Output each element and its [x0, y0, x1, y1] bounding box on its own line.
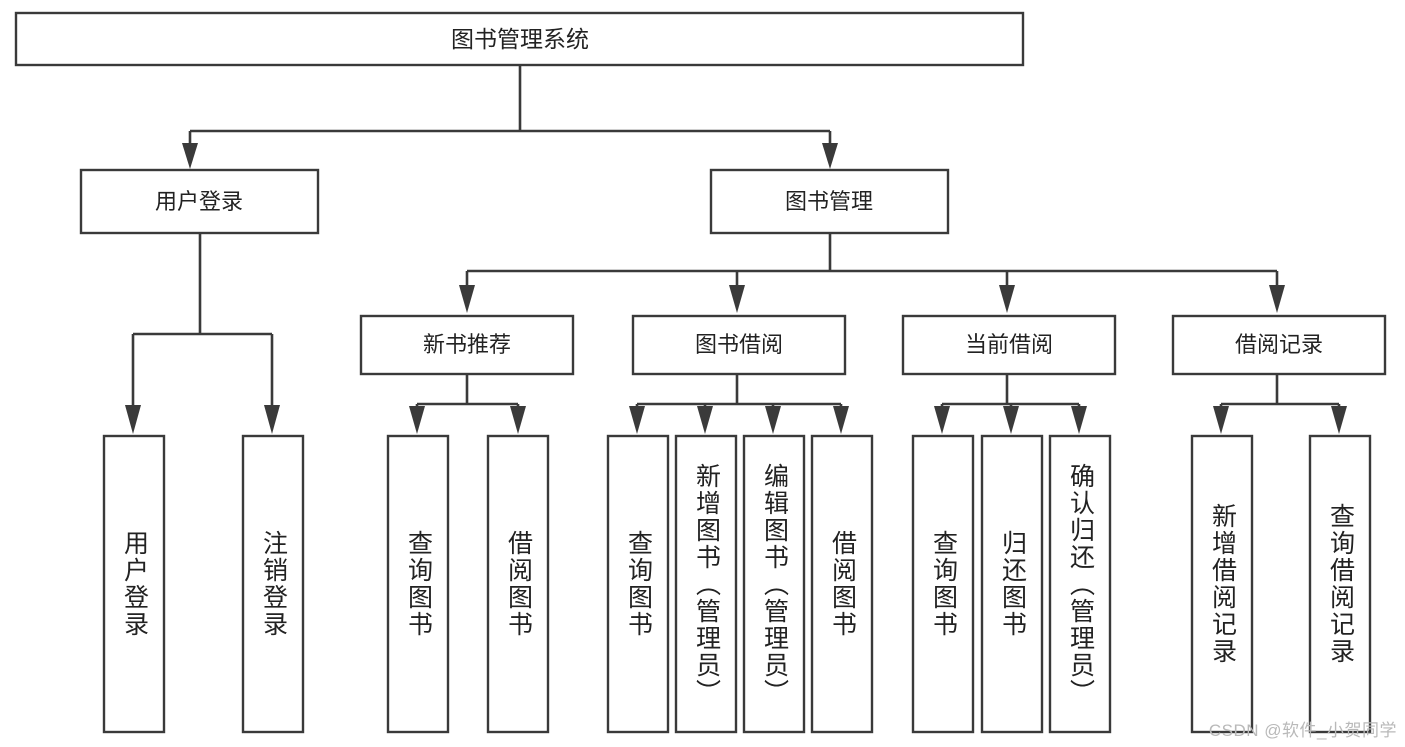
node-borrow-record[interactable]	[1171, 314, 1387, 376]
arrow-head-leaf-add-record	[1213, 406, 1229, 434]
arrow-head-book-borrow	[729, 285, 745, 313]
arrow-head-leaf-query-record	[1331, 406, 1347, 434]
node-leaf-query-book-1[interactable]	[386, 434, 450, 734]
node-user-login[interactable]	[79, 168, 320, 235]
node-root-label: 图书管理系统	[451, 26, 589, 52]
arrow-head-new-book-recommend	[459, 285, 475, 313]
node-user-login-label: 用户登录	[155, 189, 243, 214]
arrow-head-current-borrow	[999, 285, 1015, 313]
node-borrow-record-label: 借阅记录	[1235, 332, 1323, 357]
node-leaf-borrow-book-2[interactable]	[810, 434, 874, 734]
node-new-book-recommend-label: 新书推荐	[423, 332, 511, 357]
node-root[interactable]	[14, 11, 1025, 67]
connector-group-borrow-record	[1213, 374, 1347, 434]
node-leaf-return-book[interactable]	[980, 434, 1044, 734]
arrow-head-leaf-query-book-2	[629, 406, 645, 434]
node-leaf-borrow-book-1[interactable]	[486, 434, 550, 734]
node-leaf-query-book-3[interactable]	[911, 434, 975, 734]
connector-group-user-login	[125, 233, 280, 434]
arrow-head-user-login	[182, 143, 198, 169]
arrow-head-leaf-query-book-1	[409, 406, 425, 434]
node-book-borrow-label: 图书借阅	[695, 332, 783, 357]
node-new-book-recommend[interactable]	[359, 314, 575, 376]
node-leaf-confirm-return[interactable]	[1048, 434, 1112, 734]
connector-group-new-book-recommend	[409, 374, 526, 434]
node-leaf-logout[interactable]	[241, 434, 305, 734]
node-leaf-add-record[interactable]	[1190, 434, 1254, 734]
connector-group-book-management	[459, 233, 1285, 313]
node-current-borrow[interactable]	[901, 314, 1117, 376]
node-book-management-label: 图书管理	[785, 189, 873, 214]
arrow-head-leaf-query-book-3	[934, 406, 950, 434]
connector-group-book-borrow	[629, 374, 849, 434]
arrow-head-leaf-edit-book	[765, 406, 781, 434]
arrow-head-leaf-logout	[264, 405, 280, 434]
node-leaf-query-record[interactable]	[1308, 434, 1372, 734]
node-leaf-user-login[interactable]	[102, 434, 166, 734]
arrow-head-borrow-record	[1269, 285, 1285, 313]
arrow-head-leaf-confirm-return	[1071, 406, 1087, 434]
node-leaf-edit-book[interactable]	[742, 434, 806, 734]
arrow-head-book-management	[822, 143, 838, 169]
watermark-text: CSDN @软件_小贺同学	[1208, 721, 1397, 740]
arrow-head-leaf-borrow-book-2	[833, 406, 849, 434]
arrow-head-leaf-add-book	[697, 406, 713, 434]
connector-group-current-borrow	[934, 374, 1087, 434]
connector-group-root	[182, 65, 838, 169]
arrow-head-leaf-borrow-book-1	[510, 406, 526, 434]
node-book-management[interactable]	[709, 168, 950, 235]
node-book-borrow[interactable]	[631, 314, 847, 376]
arrow-head-leaf-return-book	[1003, 406, 1019, 434]
node-leaf-query-book-2[interactable]	[606, 434, 670, 734]
arrow-head-leaf-user-login	[125, 405, 141, 434]
node-current-borrow-label: 当前借阅	[965, 332, 1053, 357]
node-leaf-add-book[interactable]	[674, 434, 738, 734]
